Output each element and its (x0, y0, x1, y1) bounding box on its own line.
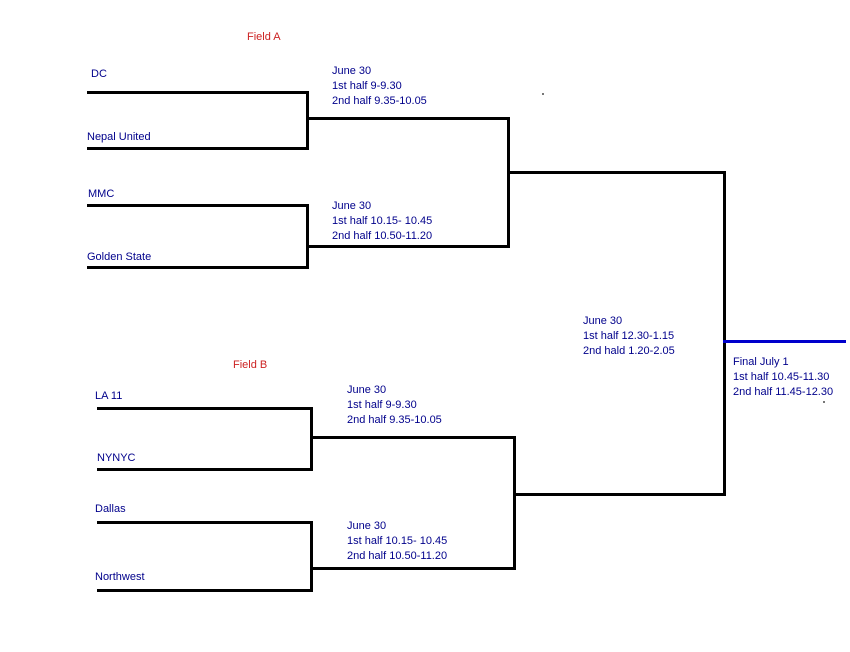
match-a-lower-first-half: 1st half 10.15- 10.45 (332, 215, 433, 227)
bracket-connector-a-lower (306, 204, 309, 269)
championship-line (723, 340, 846, 343)
team-label-la-11: LA 11 (95, 390, 123, 402)
team-label-northwest: Northwest (95, 571, 145, 583)
field-b-label: Field B (233, 359, 268, 371)
team-label-golden-state: Golden State (87, 251, 152, 263)
match-a-lower-second-half: 2nd half 10.50-11.20 (332, 230, 433, 242)
match-b-lower-second-half: 2nd half 10.50-11.20 (347, 550, 448, 562)
bracket-line-dc (87, 91, 309, 94)
match-a-lower-date: June 30 (332, 200, 372, 212)
bracket-line-nynyc (97, 468, 313, 471)
winner-line-a-lower (306, 245, 510, 248)
bracket-line-mmc (87, 204, 309, 207)
bracket-connector-semifinal-b (513, 436, 516, 570)
bracket-line-la-11 (97, 407, 313, 410)
match-semifinal-first-half: 1st half 12.30-1.15 (583, 330, 675, 342)
match-b-upper-first-half: 1st half 9-9.30 (347, 399, 417, 411)
team-label-nepal-united: Nepal United (87, 131, 151, 143)
bracket-connector-b-lower (310, 521, 313, 592)
team-label-nynyc: NYNYC (97, 452, 136, 464)
match-final-date: Final July 1 (733, 356, 789, 368)
team-label-dc: DC (91, 68, 107, 80)
match-a-upper-first-half: 1st half 9-9.30 (332, 80, 402, 92)
match-info-semifinal: June 30 1st half 12.30-1.15 2nd hald 1.2… (583, 314, 675, 359)
match-semifinal-second-half: 2nd hald 1.20-2.05 (583, 345, 675, 357)
match-info-final: Final July 1 1st half 10.45-11.30 2nd ha… (733, 355, 833, 400)
bracket-line-northwest (97, 589, 313, 592)
match-a-upper-second-half: 2nd half 9.35-10.05 (332, 95, 427, 107)
match-b-lower-date: June 30 (347, 520, 387, 532)
bracket-connector-semifinal-a (507, 117, 510, 248)
bracket-line-dallas (97, 521, 313, 524)
winner-line-semifinal-a (507, 171, 726, 174)
match-b-upper-date: June 30 (347, 384, 387, 396)
winner-line-semifinal-b (513, 493, 726, 496)
bracket-connector-a-upper (306, 91, 309, 150)
winner-line-a-upper (306, 117, 510, 120)
artifact-dot (823, 401, 825, 403)
match-info-a-lower: June 30 1st half 10.15- 10.45 2nd half 1… (332, 199, 432, 244)
bracket-connector-final (723, 171, 726, 496)
match-b-upper-second-half: 2nd half 9.35-10.05 (347, 414, 442, 426)
match-b-lower-first-half: 1st half 10.15- 10.45 (347, 535, 448, 547)
winner-line-b-upper (310, 436, 516, 439)
match-semifinal-date: June 30 (583, 315, 623, 327)
bracket-line-golden-state (87, 266, 309, 269)
field-a-label: Field A (247, 31, 281, 43)
match-info-b-lower: June 30 1st half 10.15- 10.45 2nd half 1… (347, 519, 447, 564)
winner-line-b-lower (310, 567, 516, 570)
match-info-b-upper: June 30 1st half 9-9.30 2nd half 9.35-10… (347, 383, 442, 428)
match-final-second-half: 2nd half 11.45-12.30 (733, 386, 834, 398)
artifact-dot (542, 93, 544, 95)
team-label-mmc: MMC (88, 188, 115, 200)
match-final-first-half: 1st half 10.45-11.30 (733, 371, 830, 383)
match-info-a-upper: June 30 1st half 9-9.30 2nd half 9.35-10… (332, 64, 427, 109)
team-label-dallas: Dallas (95, 503, 126, 515)
bracket-connector-b-upper (310, 407, 313, 471)
bracket-line-nepal-united (87, 147, 309, 150)
match-a-upper-date: June 30 (332, 65, 372, 77)
